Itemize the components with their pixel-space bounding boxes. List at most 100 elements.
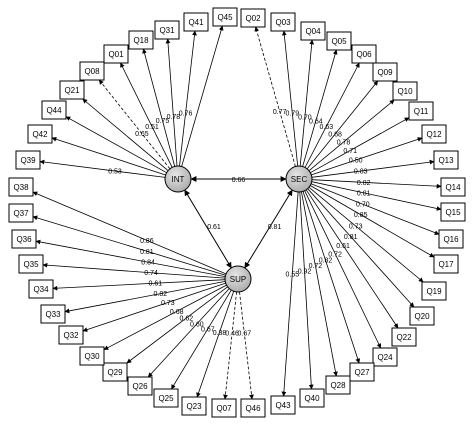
- loading-value: 0.46: [225, 331, 239, 338]
- loading-value: 0.60: [190, 321, 204, 328]
- loading-value: 0.85: [354, 212, 368, 219]
- indicator-label: Q27: [354, 368, 370, 377]
- indicator-box-frame: [391, 327, 417, 347]
- indicator-label: Q33: [45, 310, 61, 319]
- loading-arrow: [64, 281, 226, 314]
- indicator-label: Q09: [377, 68, 393, 77]
- indicator-box-frame: [15, 150, 41, 170]
- indicator-box-frame: [211, 398, 237, 418]
- loading-arrow: [179, 30, 197, 167]
- indicator-box-frame: [128, 30, 154, 50]
- indicator-label: Q32: [63, 331, 79, 340]
- indicator-box: Q44: [41, 100, 67, 120]
- indicator-box: Q07: [211, 398, 237, 418]
- loading-value: 0.67: [201, 327, 215, 334]
- loading-value: 0.75: [156, 118, 170, 125]
- loading-arrow: [82, 98, 169, 171]
- loading-value: 0.64: [309, 119, 323, 126]
- indicator-label: Q24: [377, 353, 393, 362]
- indicator-box-frame: [349, 362, 375, 382]
- loading-arrow: [32, 191, 227, 275]
- indicator-box-frame: [408, 101, 434, 121]
- indicator-box-frame: [183, 12, 209, 32]
- indicator-box-frame: [79, 346, 105, 366]
- indicator-box-frame: [372, 347, 398, 367]
- loading-arrow: [307, 188, 415, 308]
- indicator-box: Q14: [440, 177, 466, 197]
- indicator-label: Q19: [426, 287, 442, 296]
- indicator-label: Q26: [132, 382, 148, 391]
- loading-value: 0.65: [135, 131, 149, 138]
- loading-value: 0.55: [285, 271, 299, 278]
- indicator-label: Q45: [217, 13, 233, 22]
- indicator-label: Q10: [397, 87, 413, 96]
- correlation-value: 0.66: [232, 177, 246, 184]
- indicator-box: Q10: [392, 81, 418, 101]
- indicator-box: Q43: [270, 395, 296, 415]
- factor-node: SEC: [285, 165, 313, 193]
- indicator-box-frame: [392, 81, 418, 101]
- indicator-box: Q03: [270, 12, 296, 32]
- loading-arrow: [281, 30, 299, 167]
- indicator-box-frame: [102, 362, 128, 382]
- indicator-label: Q21: [64, 86, 80, 95]
- loading-value: 0.77: [273, 109, 287, 116]
- loading-arrow: [35, 239, 226, 277]
- indicator-box-frame: [59, 80, 85, 100]
- loading-value: 0.50: [349, 158, 363, 165]
- loading-value: 0.72: [328, 251, 342, 258]
- indicator-label: Q37: [13, 209, 29, 218]
- loading-value: 0.73: [161, 300, 175, 307]
- loading-value: 0.86: [140, 238, 154, 245]
- indicator-box: Q41: [183, 12, 209, 32]
- loading-value: 0.63: [319, 124, 333, 131]
- indicator-box-frame: [372, 62, 398, 82]
- indicator-label: Q11: [414, 107, 429, 116]
- loading-arrow: [171, 289, 232, 390]
- indicator-box-frame: [41, 100, 67, 120]
- indicator-label: Q14: [445, 183, 461, 192]
- loading-arrow: [126, 286, 228, 364]
- loading-arrow: [51, 136, 166, 176]
- indicator-box-frame: [240, 398, 266, 418]
- indicator-box: Q18: [128, 30, 154, 50]
- indicator-label: Q13: [438, 156, 454, 165]
- indicator-label: Q03: [275, 18, 291, 27]
- factor-node-circle: [224, 265, 252, 293]
- indicator-label: Q31: [159, 26, 175, 35]
- indicator-box-frame: [212, 7, 238, 27]
- loading-value: 0.38: [213, 330, 227, 337]
- indicator-box-frame: [300, 21, 326, 41]
- indicator-label: Q08: [84, 67, 100, 76]
- indicator-box-frame: [79, 61, 105, 81]
- indicator-box: Q20: [409, 306, 435, 326]
- indicator-label: Q39: [20, 156, 36, 165]
- loading-arrow: [302, 49, 338, 167]
- loading-value: 0.82: [357, 180, 371, 187]
- loading-value: 0.82: [153, 291, 167, 298]
- loading-value: 0.61: [148, 281, 162, 288]
- loading-arrow: [103, 284, 227, 351]
- indicator-box: Q09: [372, 62, 398, 82]
- indicator-label: Q38: [13, 183, 29, 192]
- indicator-box: Q31: [154, 20, 180, 40]
- indicator-box: Q12: [421, 124, 447, 144]
- loading-arrow: [304, 190, 382, 349]
- indicator-label: Q40: [304, 394, 320, 403]
- indicator-box: Q04: [300, 21, 326, 41]
- loading-labels-layer: 0.770.790.700.640.630.680.780.710.500.83…: [108, 109, 370, 338]
- indicator-box: Q28: [325, 375, 351, 395]
- loading-value: 0.78: [337, 140, 351, 147]
- indicator-label: Q46: [245, 404, 261, 413]
- loading-value: 0.83: [354, 169, 368, 176]
- indicator-label: Q17: [438, 260, 454, 269]
- indicator-box-frame: [351, 44, 377, 64]
- loading-arrow: [98, 79, 171, 170]
- indicator-box: Q24: [372, 347, 398, 367]
- indicator-box: Q13: [433, 150, 459, 170]
- loading-arrow: [301, 191, 338, 377]
- indicator-box: Q26: [127, 376, 153, 396]
